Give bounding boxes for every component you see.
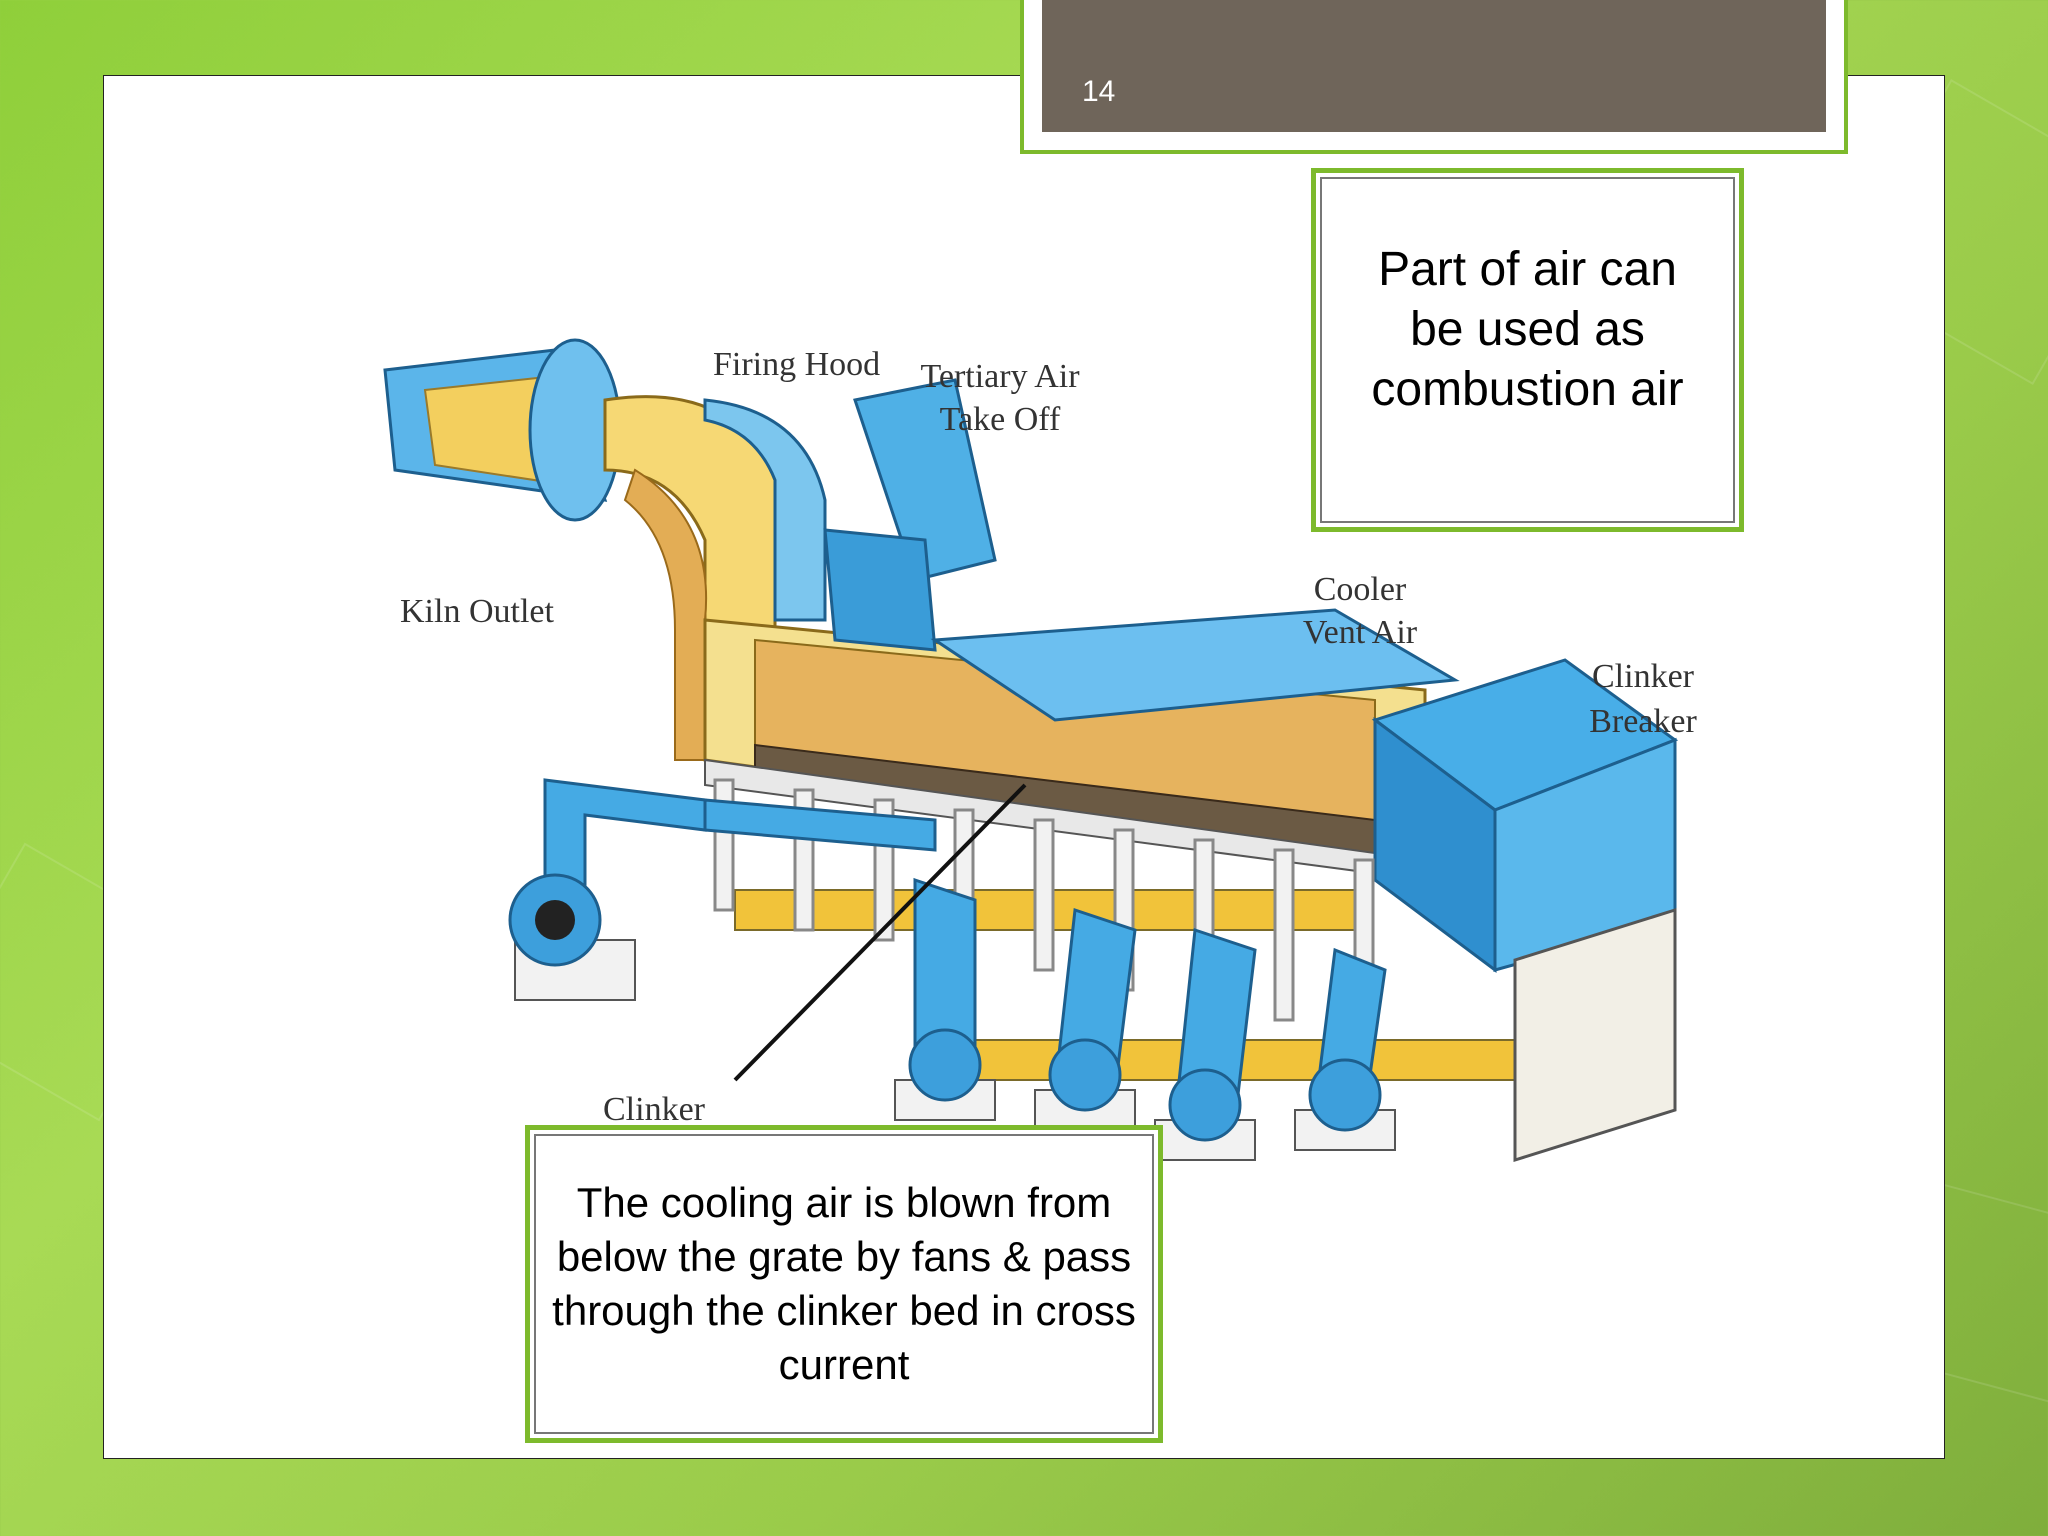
fan [1294, 1058, 1396, 1151]
cooling-air-note: The cooling air is blown from below the … [525, 1125, 1163, 1443]
label-take-off: Take Off [940, 401, 1061, 438]
clinker-breaker-housing [1371, 658, 1679, 1163]
label-firing-hood: Firing Hood [713, 346, 880, 383]
clinker-cooler-diagram: Firing Hood Tertiary Air Take Off Kiln O… [375, 320, 1760, 1195]
slide-number-panel: 14 [1042, 0, 1826, 132]
fan [894, 1028, 996, 1121]
cooler-roof [930, 608, 1460, 722]
tertiary-air-duct [823, 378, 997, 652]
fan [1034, 1038, 1136, 1131]
fan [508, 873, 636, 1001]
slide-number: 14 [1082, 75, 1116, 108]
label-kiln-outlet: Kiln Outlet [400, 593, 554, 630]
label-clinker-breaker-2: Breaker [1589, 703, 1697, 740]
label-cooler: Cooler [1314, 571, 1407, 608]
slide-number-banner: 14 [1020, 0, 1848, 154]
label-clinker-breaker-1: Clinker [1592, 658, 1695, 695]
label-tertiary-air: Tertiary Air [920, 358, 1080, 395]
clinker-flow [623, 468, 708, 761]
kiln-outlet-tube [383, 338, 622, 522]
firing-hood-shell [703, 398, 827, 622]
combustion-air-note: Part of air can be used as combustion ai… [1311, 168, 1744, 532]
cooling-fans [508, 873, 1396, 1161]
fan [1154, 1068, 1256, 1161]
label-clinker: Clinker [603, 1091, 706, 1128]
clinker-pointer-line [733, 783, 1027, 1082]
cooling-air-note-text: The cooling air is blown from below the … [552, 1179, 1136, 1388]
combustion-air-note-text: Part of air can be used as combustion ai… [1371, 243, 1684, 416]
label-vent-air: Vent Air [1303, 614, 1418, 651]
